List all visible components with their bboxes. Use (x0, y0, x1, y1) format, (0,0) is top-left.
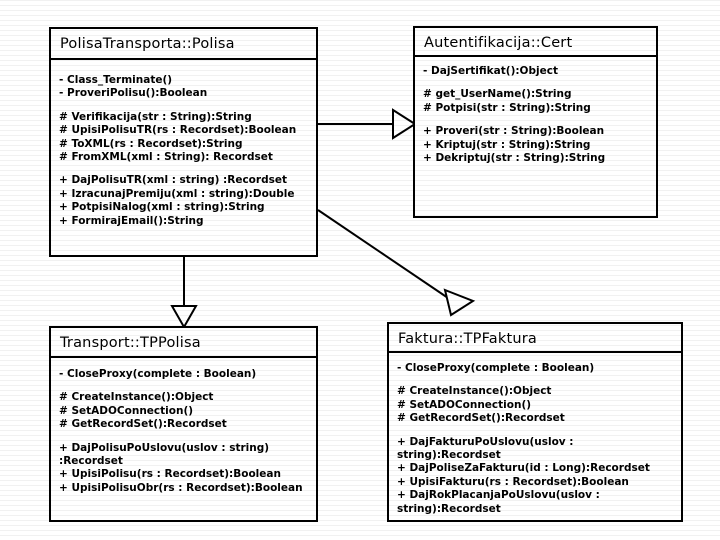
member-item: - Class_Terminate() (59, 74, 173, 86)
member-group-private: - DajSertifikat():Object (423, 65, 648, 78)
member-item: + DajFakturuPoUslovu(uslov : string):Rec… (397, 435, 578, 462)
member-group-public: + Proveri(str : String):Boolean + Kriptu… (423, 125, 648, 165)
member-group-protected: # CreateInstance():Object # SetADOConnec… (397, 385, 673, 425)
member-item: + DajPolisuPoUslovu(uslov : string) :Rec… (59, 441, 270, 468)
member-group-private: - Class_Terminate() - ProveriPolisu():Bo… (59, 74, 308, 101)
class-body-tppolisa: - CloseProxy(complete : Boolean) # Creat… (51, 358, 316, 499)
member-group-public: + DajPolisuTR(xml : string) :Recordset +… (59, 174, 308, 228)
member-item: + UpisiPolisu(rs : Recordset):Boolean (59, 468, 281, 481)
member-item: # Verifikacija(str : String):String (59, 110, 252, 123)
member-group-private: - CloseProxy(complete : Boolean) (59, 368, 308, 381)
hollow-triangle-arrowhead-icon (170, 305, 198, 330)
member-item: + UpisiPolisuObr(rs : Recordset):Boolean (59, 481, 303, 494)
class-box-tppolisa[interactable]: Transport::TPPolisa - CloseProxy(complet… (49, 326, 318, 522)
member-group-private: - CloseProxy(complete : Boolean) (397, 362, 673, 375)
class-title-cert: Autentifikacija::Cert (415, 28, 656, 57)
member-group-protected: # CreateInstance():Object # SetADOConnec… (59, 391, 308, 431)
class-title-tppolisa: Transport::TPPolisa (51, 328, 316, 358)
member-item: - ProveriPolisu():Boolean (59, 87, 208, 100)
class-body-tpfaktura: - CloseProxy(complete : Boolean) # Creat… (389, 353, 681, 520)
member-group-public: + DajPolisuPoUslovu(uslov : string) :Rec… (59, 442, 308, 496)
member-item: + DajRokPlacanjaPoUslovu(uslov : string)… (397, 489, 600, 515)
member-item: # CreateInstance():Object (59, 391, 214, 404)
member-item: # SetADOConnection() (397, 398, 532, 411)
relation-polisa-to-cert[interactable] (318, 108, 417, 140)
member-item: + Dekriptuj(str : String):String (423, 152, 606, 165)
member-item: + Proveri(str : String):Boolean (423, 125, 605, 138)
member-item: + IzracunajPremiju(xml : string):Double (59, 187, 295, 200)
member-item: # SetADOConnection() (59, 404, 194, 417)
class-body-cert: - DajSertifikat():Object # get_UserName(… (415, 57, 656, 169)
member-item: # get_UserName():String (423, 88, 572, 101)
hollow-triangle-arrowhead-icon (443, 288, 476, 317)
member-item: # GetRecordSet():Recordset (397, 412, 565, 425)
member-group-protected: # Verifikacija(str : String):String # Up… (59, 111, 308, 165)
class-body-polisa: - Class_Terminate() - ProveriPolisu():Bo… (51, 60, 316, 232)
member-item: + DajPolisuTR(xml : string) :Recordset (59, 174, 287, 187)
member-item: # Potpisi(str : String):String (423, 101, 591, 114)
class-box-cert[interactable]: Autentifikacija::Cert - DajSertifikat():… (413, 26, 658, 218)
member-item: + FormirajEmail():String (59, 214, 204, 227)
hollow-triangle-arrowhead-icon (392, 108, 417, 140)
relation-line (317, 209, 452, 301)
class-box-tpfaktura[interactable]: Faktura::TPFaktura - CloseProxy(complete… (387, 322, 683, 522)
member-item: + PotpisiNalog(xml : string):String (59, 201, 265, 214)
member-item: # FromXML(xml : String): Recordset (59, 151, 273, 164)
member-item: # UpisiPolisuTR(rs : Recordset):Boolean (59, 124, 297, 137)
member-item: # ToXML(rs : Recordset):String (59, 137, 243, 150)
member-group-protected: # get_UserName():String # Potpisi(str : … (423, 88, 648, 115)
class-title-polisa: PolisaTransporta::Polisa (51, 29, 316, 60)
class-box-polisa[interactable]: PolisaTransporta::Polisa - Class_Termina… (49, 27, 318, 257)
member-item: + DajPoliseZaFakturu(id : Long):Recordse… (397, 462, 650, 475)
class-title-tpfaktura: Faktura::TPFaktura (389, 324, 681, 353)
member-item: + UpisiFakturu(rs : Recordset):Boolean (397, 475, 629, 488)
member-group-public: + DajFakturuPoUslovu(uslov : string):Rec… (397, 436, 673, 516)
member-item: - CloseProxy(complete : Boolean) (397, 362, 595, 374)
relation-polisa-to-tpfaktura[interactable] (317, 209, 476, 317)
member-item: - DajSertifikat():Object (423, 65, 558, 77)
member-item: # CreateInstance():Object (397, 385, 552, 398)
member-item: - CloseProxy(complete : Boolean) (59, 368, 257, 380)
member-item: # GetRecordSet():Recordset (59, 418, 227, 431)
relation-polisa-to-tppolisa[interactable] (170, 257, 198, 330)
member-item: + Kriptuj(str : String):String (423, 138, 591, 151)
